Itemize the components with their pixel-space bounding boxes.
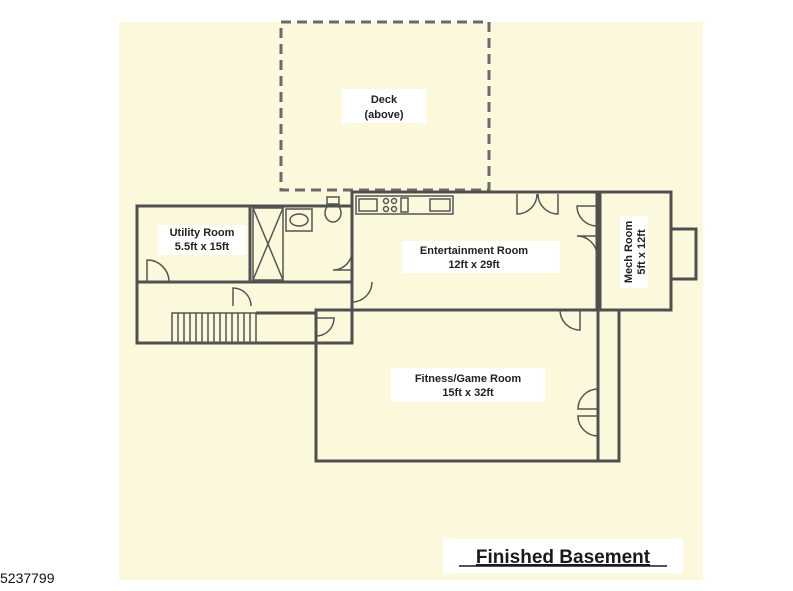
deck-name: Deck bbox=[371, 94, 398, 106]
staircase bbox=[171, 312, 257, 344]
utility-room-label: Utility Room 5.5ft x 15ft bbox=[158, 225, 246, 255]
deck-outline bbox=[279, 20, 491, 192]
deck-label: Deck (above) bbox=[342, 89, 426, 123]
fitness-room-name: Fitness/Game Room bbox=[415, 373, 522, 385]
deck-dims: (above) bbox=[364, 109, 403, 121]
mech-room-dims: 5ft x 12ft bbox=[636, 229, 648, 275]
doors bbox=[146, 193, 599, 437]
fitness-room-label: Fitness/Game Room 15ft x 32ft bbox=[391, 368, 545, 402]
utility-room-name: Utility Room bbox=[170, 227, 235, 239]
entertainment-room-name: Entertainment Room bbox=[420, 245, 528, 257]
plan-title: Finished Basement bbox=[476, 547, 651, 568]
bathroom-fixtures bbox=[285, 196, 342, 232]
entertainment-room-dims: 12ft x 29ft bbox=[448, 259, 500, 271]
kitchenette-counter bbox=[355, 195, 454, 215]
utility-closet bbox=[252, 207, 284, 281]
fitness-room-dims: 15ft x 32ft bbox=[442, 387, 494, 399]
mech-room-name: Mech Room bbox=[623, 221, 635, 284]
utility-room-dims: 5.5ft x 15ft bbox=[175, 241, 230, 253]
plan-title-box: Finished Basement bbox=[443, 539, 683, 573]
entertainment-room-label: Entertainment Room 12ft x 29ft bbox=[402, 241, 560, 273]
mech-room-label: Mech Room 5ft x 12ft bbox=[620, 216, 648, 288]
listing-number: 5237799 bbox=[0, 570, 55, 586]
